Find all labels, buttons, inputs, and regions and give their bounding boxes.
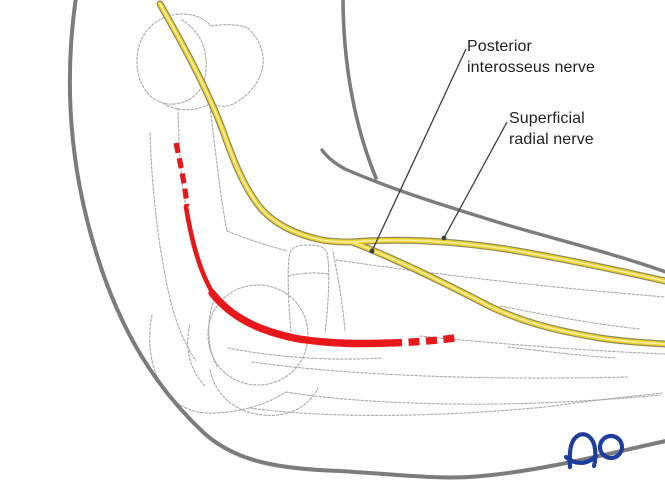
leader-dot-posterior-interosseus (369, 248, 375, 254)
tubercle-top-join (210, 24, 249, 29)
trochlea-lower-arc (209, 369, 319, 416)
leader-superficial-radial (443, 121, 508, 239)
leader-lines (369, 48, 508, 254)
trochlea-arc (208, 294, 219, 369)
humeral-head-outline (136, 15, 207, 105)
humerus-shaft-right (209, 106, 228, 232)
posterior-interosseus-core (351, 241, 665, 345)
ulna-shaft-top (285, 391, 661, 405)
radial-nerve (156, 0, 665, 348)
humeral-head-top (167, 13, 212, 27)
arm-contours (67, 0, 665, 480)
label-superficial-radial-nerve: Superficial radial nerve (509, 110, 594, 148)
ao-logo (563, 432, 625, 470)
anterior-arm-contour (341, 0, 378, 180)
ao-logo-letter-a-bar (563, 453, 599, 465)
ulna-ridge-line (227, 347, 383, 360)
radial-head-outline (287, 244, 330, 333)
incision-solid-upper (183, 204, 218, 300)
olecranon-outline (149, 314, 287, 414)
greater-tubercle-outline (210, 27, 264, 107)
radius-shaft-line-1 (499, 305, 641, 330)
incision-solid-lower (208, 289, 393, 348)
forearm-muscle-line-2 (249, 392, 663, 416)
forearm-dorsal-contour (320, 148, 665, 274)
label-posterior-interosseus-nerve: Posterior interosseus nerve (467, 38, 595, 76)
triceps-contour (149, 132, 172, 304)
olecranon-join (170, 302, 197, 362)
anatomical-neck-line (162, 102, 210, 111)
annular-ligament-line (287, 272, 329, 277)
radial-neck-posterior (332, 251, 346, 332)
incision-dashes-proximal (173, 142, 190, 207)
nerve-highlights (159, 3, 665, 345)
trochlear-notch (187, 324, 207, 388)
leader-dot-superficial-radial (441, 235, 447, 241)
radial-nerve-trunk-core (159, 3, 665, 282)
leader-posterior-interosseus (371, 48, 467, 252)
forearm-muscle-line-1 (251, 361, 629, 379)
capitellum-circle (207, 284, 309, 386)
condyle-anterior-line (226, 230, 288, 252)
radius-dorsal-line (335, 259, 665, 298)
incision-line (173, 142, 461, 348)
ao-logo-letter-o (597, 433, 625, 461)
posterior-arm-contour (67, 0, 665, 480)
radius-shaft-line-3 (507, 346, 616, 359)
incision-dashes-distal (390, 333, 461, 347)
